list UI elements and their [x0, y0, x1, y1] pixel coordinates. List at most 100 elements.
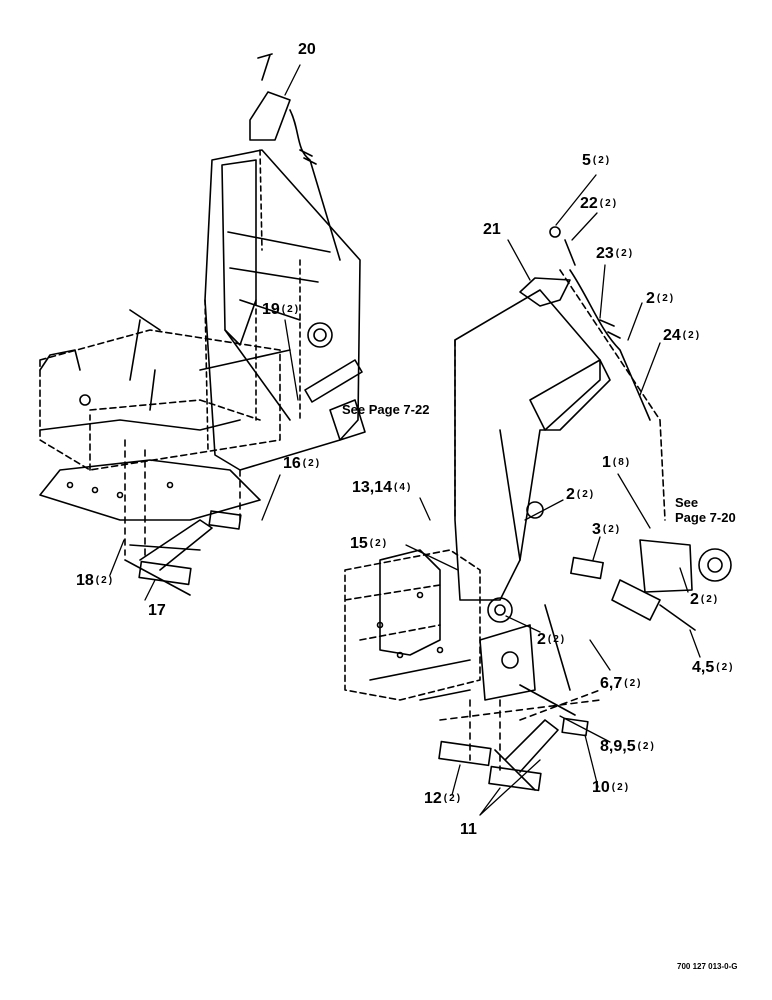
leader-8: [559, 715, 611, 743]
callout-24-id: 24: [663, 327, 681, 344]
callout-12-qty: (2): [443, 793, 463, 804]
leader-23: [599, 264, 606, 319]
left-bushing-16: [208, 510, 242, 530]
right-side-plate-hole: [501, 651, 519, 669]
callout-15: 15(2): [350, 536, 388, 552]
right-ring: [526, 501, 544, 519]
callout-15-id: 15: [350, 535, 368, 552]
right-base-hole: [396, 651, 404, 659]
callout-1-id: 1: [602, 454, 611, 471]
callout-8-9-5: 8,9,5(2): [600, 739, 656, 755]
right-base-frame: [344, 549, 481, 701]
left-bearing: [307, 322, 333, 348]
callout-2-right-id: 2: [690, 591, 699, 608]
callout-13-14: 13,14(4): [352, 480, 412, 496]
callout-1: 1(8): [602, 455, 631, 471]
left-upright-brace: [224, 231, 331, 421]
leader-17: [144, 579, 156, 601]
right-bearing-outer-hub: [707, 557, 723, 573]
leader-19: [284, 319, 299, 401]
callout-6-7-id: 6,7: [600, 675, 623, 692]
callout-24-qty: (2): [682, 330, 702, 341]
callout-2-mid-id: 2: [566, 486, 575, 503]
callout-13-14-qty: (4): [394, 482, 413, 493]
right-base-hole: [376, 621, 384, 629]
leader-12: [451, 764, 461, 796]
callout-2-right-qty: (2): [700, 594, 720, 605]
callout-12-id: 12: [424, 790, 442, 807]
callout-6-7: 6,7(2): [600, 676, 642, 692]
callout-3-id: 3: [592, 521, 601, 538]
leader-3: [592, 536, 601, 561]
callout-5-top: 5(2): [582, 153, 611, 169]
callout-10-id: 10: [592, 779, 610, 796]
leader-2-d: [505, 615, 541, 633]
callout-4-5-id: 4,5: [692, 659, 715, 676]
callout-23: 23(2): [596, 246, 634, 262]
callout-8-9-5-qty: (2): [637, 741, 656, 752]
reference-right: See Page 7-20: [675, 495, 736, 526]
leader-13: [419, 497, 431, 521]
callout-23-id: 23: [596, 245, 614, 262]
left-bearing-hub: [313, 328, 327, 342]
leader-21: [507, 239, 531, 281]
callout-23-qty: (2): [615, 248, 635, 259]
reference-left: See Page 7-22: [342, 402, 430, 417]
callout-16-qty: (2): [302, 458, 322, 469]
callout-12: 12(2): [424, 791, 462, 807]
right-bushing-10: [561, 717, 589, 737]
left-linkage: [304, 359, 366, 441]
right-assembly: [344, 226, 732, 792]
right-bolts: [519, 604, 696, 716]
callout-2-lower-id: 2: [537, 631, 546, 648]
callout-19-qty: (2): [281, 304, 301, 315]
right-upright-face: [499, 359, 601, 561]
callout-2-right: 2(2): [690, 592, 719, 608]
right-pivot-arm: [494, 719, 559, 791]
callout-2-upper: 2(2): [646, 291, 675, 307]
callout-17-id: 17: [148, 602, 166, 619]
right-bearing-center-hub: [494, 604, 506, 616]
right-upright-dashed: [454, 269, 666, 521]
callout-22-id: 22: [580, 195, 598, 212]
right-dashed-guides: [439, 689, 601, 771]
callout-19: 19(2): [262, 302, 300, 318]
callout-6-7-qty: (2): [624, 678, 643, 689]
leader-24: [639, 342, 661, 396]
callout-20: 20: [298, 42, 318, 58]
reference-right-line1: See: [675, 495, 699, 510]
leader-15: [405, 544, 459, 571]
left-base-hole: [79, 394, 91, 406]
callout-11-id: 11: [460, 821, 477, 838]
leader-5: [555, 174, 597, 226]
callout-16: 16(2): [283, 456, 321, 472]
callout-4-5-qty: (2): [716, 662, 735, 673]
callout-4-5: 4,5(2): [692, 660, 734, 676]
reference-right-line2: Page 7-20: [675, 509, 736, 525]
leader-11: [479, 759, 541, 816]
leader-22: [571, 212, 598, 241]
callout-18: 18(2): [76, 573, 114, 589]
callout-17: 17: [148, 603, 168, 619]
callout-2-mid-qty: (2): [576, 489, 596, 500]
right-side-plate: [479, 624, 536, 701]
left-assembly: [39, 53, 366, 596]
leader-4: [689, 629, 701, 658]
callout-10-qty: (2): [611, 782, 631, 793]
left-base-hole: [66, 481, 74, 489]
left-bracket-20: [249, 53, 291, 141]
callout-3-qty: (2): [602, 524, 622, 535]
callout-18-qty: (2): [95, 575, 115, 586]
right-base-hole: [416, 591, 424, 599]
callout-2-mid: 2(2): [566, 487, 595, 503]
callout-15-qty: (2): [369, 538, 389, 549]
callout-8-9-5-id: 8,9,5: [600, 738, 636, 755]
right-tube-11: [488, 765, 542, 792]
left-rods: [129, 309, 291, 411]
callout-2-upper-qty: (2): [656, 293, 676, 304]
leader-2-c: [679, 567, 689, 593]
right-tube-12: [438, 740, 492, 767]
callout-11: 11: [460, 822, 479, 838]
left-base-channel: [39, 349, 261, 521]
